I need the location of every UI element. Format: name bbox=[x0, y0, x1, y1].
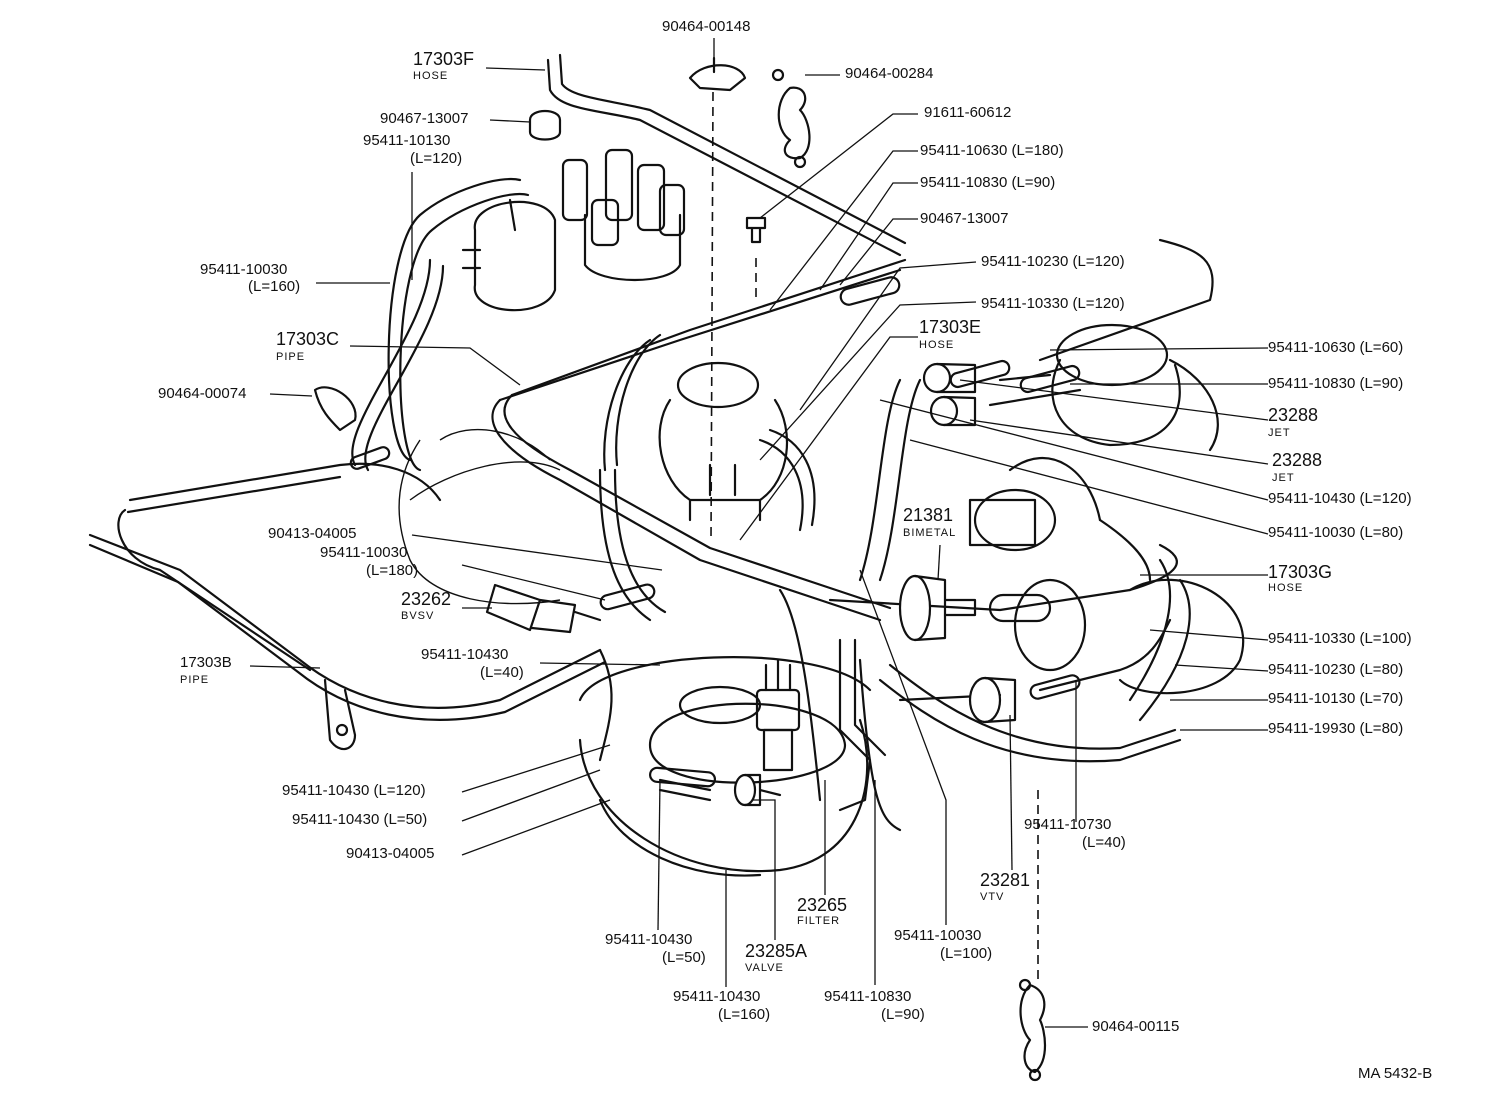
label-23262: 23262 bbox=[401, 589, 452, 609]
label-95411-10430-120-left: 95411-10430 (L=120) bbox=[282, 782, 426, 799]
clamp-90467-13007-top bbox=[528, 109, 562, 141]
label-17303f: 17303F bbox=[413, 49, 475, 69]
label-95411-10230-80: 95411-10230 (L=80) bbox=[1268, 661, 1404, 678]
distributor-cap bbox=[561, 148, 686, 281]
label-21381: 21381 bbox=[903, 505, 954, 525]
label-95411-10030-160-length: (L=160) bbox=[248, 278, 301, 295]
label-95411-10030-160: 95411-10030 bbox=[200, 261, 288, 278]
label-17303e: 17303E bbox=[919, 317, 982, 337]
label-17303g-sub: HOSE bbox=[1268, 582, 1304, 594]
clip-90464-00074 bbox=[313, 386, 357, 432]
label-23288-b-sub: JET bbox=[1272, 472, 1295, 484]
label-95411-10030-180: 95411-10030 bbox=[320, 544, 408, 561]
label-95411-10430-160-length: (L=160) bbox=[718, 1006, 771, 1023]
label-95411-10430-160: 95411-10430 bbox=[673, 988, 761, 1005]
label-23262-sub: BVSV bbox=[401, 610, 435, 622]
label-95411-10730-length: (L=40) bbox=[1082, 834, 1126, 851]
label-95411-10630-180: 95411-10630 (L=180) bbox=[920, 142, 1064, 159]
label-95411-10430-50-bottom-length: (L=50) bbox=[662, 949, 706, 966]
label-95411-10030-100-length: (L=100) bbox=[940, 945, 993, 962]
label-95411-10430-120-right: 95411-10430 (L=120) bbox=[1268, 490, 1412, 507]
label-95411-10330-120: 95411-10330 (L=120) bbox=[981, 295, 1125, 312]
label-23281-sub: VTV bbox=[980, 891, 1005, 903]
hose-17303f bbox=[546, 58, 902, 257]
label-95411-10730: 95411-10730 bbox=[1024, 816, 1112, 833]
label-95411-10430-50-bottom: 95411-10430 bbox=[605, 931, 693, 948]
carburetor bbox=[658, 361, 789, 522]
vtv-23281 bbox=[968, 676, 1017, 724]
label-95411-10130-length: (L=120) bbox=[410, 150, 463, 167]
vsv-switch bbox=[755, 658, 801, 772]
filter-23265 bbox=[733, 773, 782, 807]
label-90464-00284: 90464-00284 bbox=[845, 65, 934, 82]
distributor-diaphragm bbox=[461, 198, 557, 312]
engine-outline bbox=[398, 439, 561, 605]
label-23265: 23265 bbox=[797, 895, 848, 915]
label-95411-10130: 95411-10130 bbox=[363, 132, 451, 149]
pipe-17303b bbox=[88, 533, 602, 709]
label-17303g: 17303G bbox=[1268, 562, 1333, 582]
label-91611-60612: 91611-60612 bbox=[924, 104, 1012, 121]
label-95411-10830-90-right: 95411-10830 (L=90) bbox=[1268, 375, 1404, 392]
label-17303e-sub: HOSE bbox=[919, 339, 955, 351]
clamp-90464-00115 bbox=[1018, 978, 1047, 1082]
label-95411-10430-40: 95411-10430 bbox=[421, 646, 509, 663]
label-95411-10430-40-length: (L=40) bbox=[480, 664, 524, 681]
clamp-90464-00148 bbox=[688, 56, 747, 92]
label-95411-19930-80: 95411-19930 (L=80) bbox=[1268, 720, 1404, 737]
canister bbox=[578, 656, 872, 877]
bimetal-21381 bbox=[898, 574, 977, 642]
label-95411-10030-80: 95411-10030 (L=80) bbox=[1268, 524, 1404, 541]
label-17303f-sub: HOSE bbox=[413, 70, 449, 82]
leader-lines bbox=[249, 38, 1269, 1028]
label-95411-10130-70: 95411-10130 (L=70) bbox=[1268, 690, 1404, 707]
label-95411-10030-100: 95411-10030 bbox=[894, 927, 982, 944]
label-95411-10030-180-length: (L=180) bbox=[366, 562, 419, 579]
bvsv-sensor bbox=[485, 583, 602, 634]
jet-23288-a bbox=[922, 362, 977, 394]
label-95411-10430-50-left: 95411-10430 (L=50) bbox=[292, 811, 428, 828]
label-17303b: 17303B bbox=[180, 654, 232, 671]
label-23281: 23281 bbox=[980, 870, 1031, 890]
label-90413-04005-a: 90413-04005 bbox=[268, 525, 357, 542]
label-90413-04005-b: 90413-04005 bbox=[346, 845, 435, 862]
bolt-91611-60612 bbox=[745, 216, 767, 244]
clamp-90464-00284 bbox=[771, 68, 811, 169]
label-90464-00074: 90464-00074 bbox=[158, 385, 247, 402]
label-95411-10230-120: 95411-10230 (L=120) bbox=[981, 253, 1125, 270]
label-95411-10330-100: 95411-10330 (L=100) bbox=[1268, 630, 1412, 647]
label-95411-10830-90-bottom-length: (L=90) bbox=[881, 1006, 925, 1023]
label-21381-sub: BIMETAL bbox=[903, 527, 957, 539]
label-17303b-sub: PIPE bbox=[180, 674, 210, 686]
label-95411-10630-60: 95411-10630 (L=60) bbox=[1268, 339, 1404, 356]
label-95411-10830-90-top: 95411-10830 (L=90) bbox=[920, 174, 1056, 191]
label-23288-a-sub: JET bbox=[1268, 427, 1291, 439]
label-23285a-sub: VALVE bbox=[745, 962, 784, 974]
label-23288-a: 23288 bbox=[1268, 405, 1319, 425]
label-90467-13007-right: 90467-13007 bbox=[920, 210, 1009, 227]
right-components bbox=[968, 323, 1245, 695]
label-90467-13007-top: 90467-13007 bbox=[380, 110, 469, 127]
label-90464-00148: 90464-00148 bbox=[662, 18, 751, 35]
label-23285a: 23285A bbox=[745, 941, 808, 961]
label-23265-sub: FILTER bbox=[797, 915, 841, 927]
diagram-code: MA 5432-B bbox=[1358, 1065, 1433, 1082]
label-23288-b: 23288 bbox=[1272, 450, 1323, 470]
label-17303c: 17303C bbox=[276, 329, 340, 349]
label-17303c-sub: PIPE bbox=[276, 351, 306, 363]
label-95411-10830-90-bottom: 95411-10830 bbox=[824, 988, 912, 1005]
label-90464-00115: 90464-00115 bbox=[1092, 1018, 1180, 1035]
pipe-17303c bbox=[491, 398, 882, 622]
jet-23288-b bbox=[929, 395, 977, 427]
